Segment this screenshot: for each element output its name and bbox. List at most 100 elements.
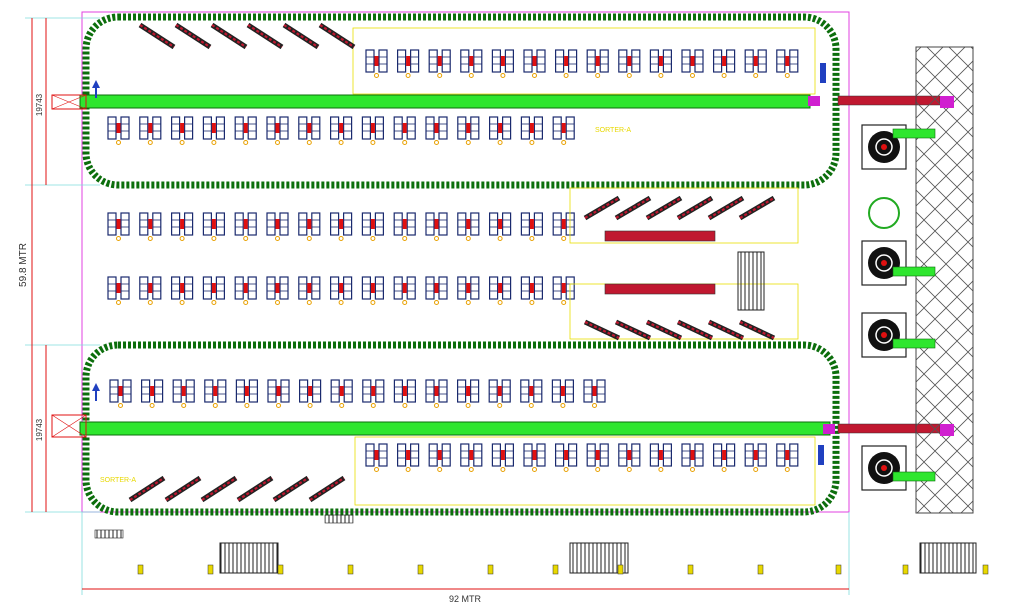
loading-dock [861, 46, 974, 514]
chute [308, 475, 346, 503]
dock-fan-unit [861, 124, 936, 170]
sorter-module [362, 379, 385, 408]
sorter-module [460, 49, 483, 78]
dock-fan-unit [861, 445, 936, 491]
chute [164, 475, 202, 503]
sorter-module [554, 443, 578, 472]
chute [583, 195, 621, 221]
floor-marker [277, 564, 284, 575]
sorter-module [491, 49, 514, 78]
height-dimension-label: 59.8 MTR [18, 243, 29, 287]
floor-marker [137, 564, 144, 575]
upper-sorter-loop: SORTER-A [79, 13, 840, 189]
sorter-module [460, 443, 483, 472]
sorter-a-lower-label: SORTER-A [100, 477, 136, 484]
chute [614, 319, 652, 341]
sorter-module [107, 212, 130, 241]
sorter-module [266, 212, 289, 241]
chute [138, 22, 176, 50]
sorter-module [744, 443, 767, 472]
sorter-module [457, 212, 480, 241]
chute [200, 475, 238, 503]
sorter-module [393, 212, 416, 241]
chute [614, 195, 652, 221]
chute [282, 22, 320, 50]
sorter-module [520, 276, 544, 305]
sorter-module [520, 379, 543, 408]
lower-section-dimension: 19743 [35, 418, 44, 441]
floor-marker [347, 564, 354, 575]
sorter-module [202, 116, 225, 145]
sorter-module [489, 212, 512, 241]
upper-top-module-row [365, 49, 799, 78]
chute [272, 475, 310, 503]
upper-chute-bank [138, 22, 356, 50]
floor-marker [207, 564, 214, 575]
sorter-module [397, 49, 420, 78]
sorter-module [457, 116, 480, 145]
sorter-module [139, 276, 162, 305]
central-staircase [737, 251, 765, 311]
chute [318, 22, 356, 50]
arrow-up-icon [820, 63, 826, 83]
sorter-module [365, 49, 388, 78]
sorter-module [139, 116, 162, 145]
width-dimension-label: 92 MTR [449, 594, 482, 604]
sorter-module [107, 116, 130, 145]
chute [128, 475, 166, 503]
sorter-module [744, 49, 767, 78]
sorter-module [171, 276, 194, 305]
floor-marker [902, 564, 909, 575]
chute [174, 22, 212, 50]
lower-chute-bank [128, 475, 346, 503]
sorter-module [202, 276, 225, 305]
sorter-module [299, 379, 322, 408]
chute [707, 319, 745, 341]
dock-fan-unit [861, 312, 936, 358]
floor-marker [487, 564, 494, 575]
chute [676, 195, 714, 221]
sorter-module [618, 49, 641, 78]
sorter-module [712, 49, 736, 78]
sorter-module [552, 276, 575, 305]
sorter-module [393, 276, 416, 305]
sorter-module [618, 443, 641, 472]
sorter-module [204, 379, 227, 408]
chute [707, 195, 745, 221]
sorter-module [586, 49, 609, 78]
sorter-module [681, 443, 704, 472]
sorter-module [489, 116, 512, 145]
chute [676, 319, 714, 341]
floor-marker [835, 564, 842, 575]
sorter-module [397, 443, 420, 472]
sorter-module [171, 116, 194, 145]
sorter-module [583, 379, 606, 408]
sorter-module [361, 212, 384, 241]
sorter-module [172, 379, 195, 408]
arrow-down-icon [818, 445, 824, 465]
sorter-module [523, 49, 546, 78]
sorter-module [649, 49, 673, 78]
sorter-module [428, 49, 451, 78]
sorter-module [235, 379, 258, 408]
floor-marker [417, 564, 424, 575]
sorter-module [551, 379, 575, 408]
sorter-module [365, 443, 388, 472]
middle-chute-bank-a [583, 195, 776, 221]
width-dimension: 92 MTR [82, 588, 849, 604]
sorter-module [361, 116, 384, 145]
chute [738, 195, 776, 221]
sorter-module [520, 212, 544, 241]
sorter-module [425, 116, 448, 145]
floor-marker [757, 564, 764, 575]
upper-mid-module-row [107, 116, 575, 145]
sorter-module [712, 443, 736, 472]
middle-module-row-2 [107, 276, 575, 305]
sorter-module [330, 212, 353, 241]
sorter-module [457, 379, 480, 408]
lower-mid-module-row [109, 379, 606, 408]
chute [246, 22, 284, 50]
bottom-stairs [94, 514, 989, 575]
sorter-module [488, 379, 511, 408]
